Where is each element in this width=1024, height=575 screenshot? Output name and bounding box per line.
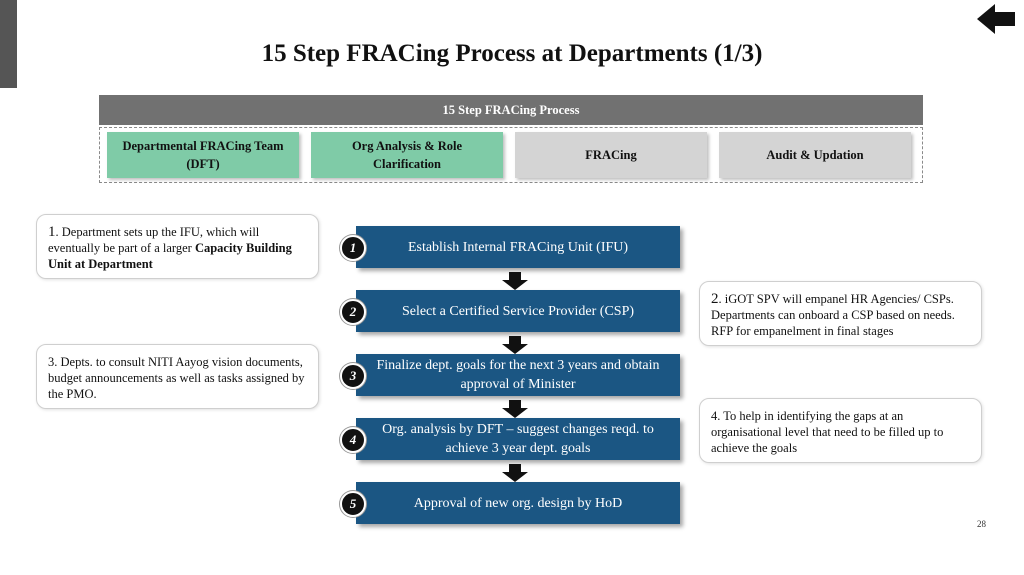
note-4: 4. To help in identifying the gaps at an… bbox=[699, 398, 982, 463]
stage-org-analysis[interactable]: Org Analysis & Role Clarification bbox=[311, 132, 503, 178]
step-1-box: Establish Internal FRACing Unit (IFU) bbox=[356, 226, 680, 268]
note-3-text: 3. Depts. to consult NITI Aayog vision d… bbox=[48, 355, 305, 401]
step-4-number: 4 bbox=[340, 427, 366, 453]
corner-accent-bar bbox=[0, 0, 17, 88]
note-2-text: . iGOT SPV will empanel HR Agencies/ CSP… bbox=[711, 292, 955, 338]
step-1-number: 1 bbox=[340, 235, 366, 261]
step-5-box: Approval of new org. design by HoD bbox=[356, 482, 680, 524]
down-arrow-icon bbox=[502, 464, 528, 482]
note-3: 3. Depts. to consult NITI Aayog vision d… bbox=[36, 344, 319, 409]
step-2-number: 2 bbox=[340, 299, 366, 325]
stage-dft[interactable]: Departmental FRACing Team (DFT) bbox=[107, 132, 299, 178]
step-3-box: Finalize dept. goals for the next 3 year… bbox=[356, 354, 680, 396]
note-2-lead: 2 bbox=[711, 291, 719, 307]
note-1-lead: 1 bbox=[48, 224, 56, 240]
note-1: 1. Department sets up the IFU, which wil… bbox=[36, 214, 319, 279]
back-arrow-icon[interactable] bbox=[975, 2, 1017, 36]
stage-fracing[interactable]: FRACing bbox=[515, 132, 707, 178]
note-2: 2. iGOT SPV will empanel HR Agencies/ CS… bbox=[699, 281, 982, 346]
note-1-bold-text: Capacity Building Unit at Department bbox=[48, 241, 292, 271]
page-number: 28 bbox=[977, 519, 986, 529]
down-arrow-icon bbox=[502, 272, 528, 290]
step-4-box: Org. analysis by DFT – suggest changes r… bbox=[356, 418, 680, 460]
down-arrow-icon bbox=[502, 336, 528, 354]
down-arrow-icon bbox=[502, 400, 528, 418]
step-5-number: 5 bbox=[340, 491, 366, 517]
stage-frame bbox=[99, 127, 923, 183]
page-title: 15 Step FRACing Process at Departments (… bbox=[261, 40, 763, 67]
stage-audit-updation[interactable]: Audit & Updation bbox=[719, 132, 911, 178]
note-4-text: 4. To help in identifying the gaps at an… bbox=[711, 409, 944, 455]
step-2-box: Select a Certified Service Provider (CSP… bbox=[356, 290, 680, 332]
note-1-text: . Department sets up the IFU, which will… bbox=[48, 225, 260, 255]
process-header-bar: 15 Step FRACing Process bbox=[99, 95, 923, 125]
step-3-number: 3 bbox=[340, 363, 366, 389]
